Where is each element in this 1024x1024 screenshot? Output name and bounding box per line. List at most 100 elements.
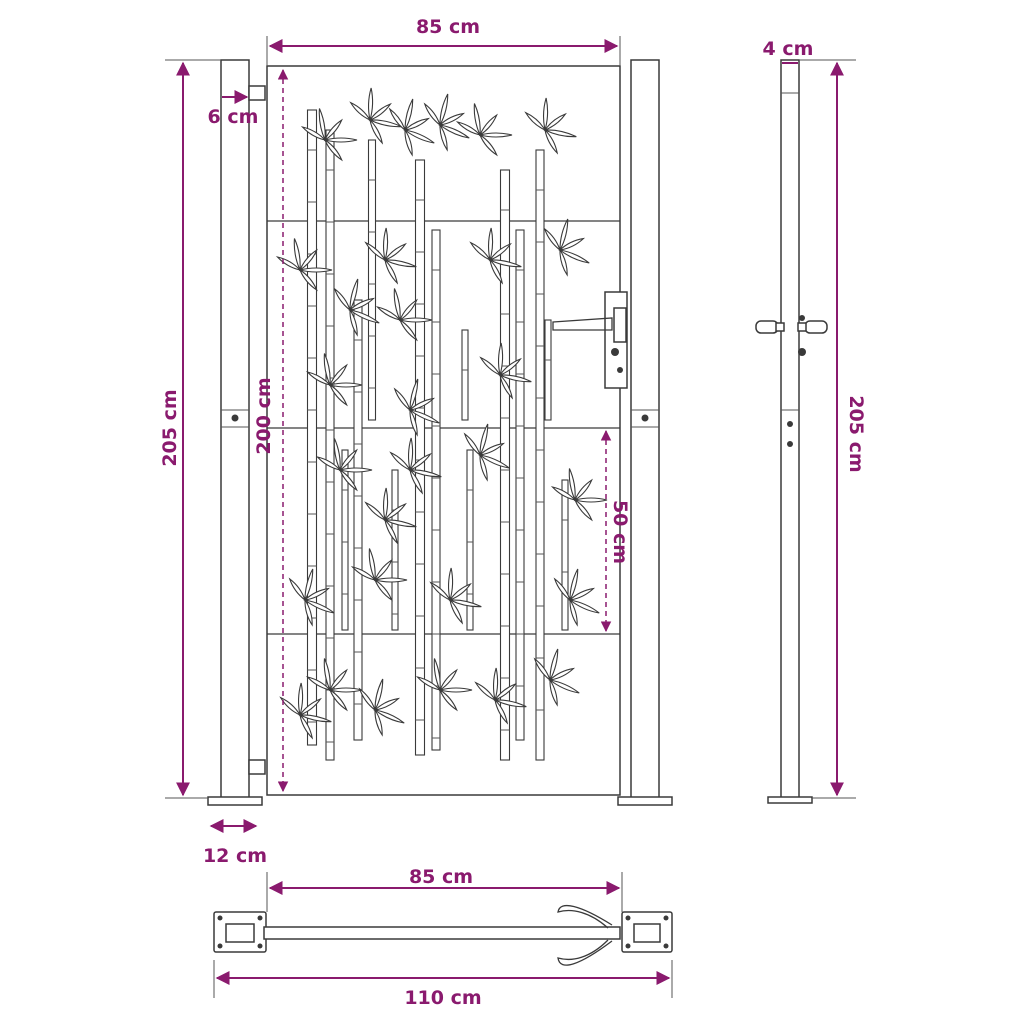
bamboo-leaf bbox=[448, 582, 472, 602]
bamboo-leaf bbox=[574, 497, 608, 503]
side-view bbox=[755, 59, 828, 804]
bamboo-leaf bbox=[478, 113, 498, 137]
panel-height-label: 50 cm bbox=[609, 500, 631, 564]
bamboo-leaf bbox=[315, 456, 342, 471]
right-post bbox=[630, 59, 660, 799]
post-height-label: 205 cm bbox=[159, 389, 181, 466]
bamboo-leaf bbox=[375, 306, 402, 321]
bamboo-leaf bbox=[488, 242, 512, 262]
top-dimensions: 85 cm 110 cm bbox=[213, 866, 673, 1009]
bamboo-leaf bbox=[408, 452, 432, 472]
bamboo-stalk bbox=[544, 319, 552, 421]
bamboo-leaf bbox=[573, 478, 593, 502]
bamboo-leaf bbox=[409, 469, 442, 478]
bamboo-leaf bbox=[543, 227, 562, 252]
bamboo-leaf bbox=[455, 121, 482, 136]
bamboo-leaf bbox=[497, 342, 504, 376]
bamboo-leaf bbox=[439, 124, 470, 139]
bamboo-leaf bbox=[469, 241, 492, 262]
bamboo-leaf bbox=[398, 318, 418, 342]
bamboo-leaf bbox=[323, 118, 343, 142]
bamboo-leaf bbox=[369, 118, 384, 145]
bamboo-leaf bbox=[433, 658, 441, 691]
left-post bbox=[220, 59, 250, 799]
bamboo-leaf bbox=[384, 518, 399, 545]
bamboo-leaf bbox=[568, 587, 596, 601]
bamboo-leaf bbox=[415, 676, 442, 691]
bamboo-leaf bbox=[447, 567, 454, 601]
bamboo-leaf bbox=[439, 687, 473, 693]
bamboo-leaf bbox=[305, 371, 332, 386]
bamboo-leaf bbox=[349, 308, 358, 337]
bamboo-leaf bbox=[328, 688, 348, 712]
bamboo-leaf bbox=[478, 133, 498, 157]
bamboo-leaf bbox=[374, 709, 405, 724]
post-gap-label: 6 cm bbox=[208, 106, 259, 128]
bamboo-leaf bbox=[409, 409, 440, 424]
bamboo-leaf bbox=[323, 138, 343, 162]
side-height-label: 205 cm bbox=[845, 395, 867, 472]
bamboo-leaf bbox=[339, 467, 373, 473]
bamboo-leaf bbox=[293, 238, 301, 271]
bamboo-leaf bbox=[438, 668, 458, 692]
bamboo-leaf bbox=[374, 708, 383, 737]
bamboo-stalk bbox=[353, 299, 363, 741]
bamboo-leaf bbox=[383, 242, 407, 262]
bamboo-leaf bbox=[303, 587, 331, 601]
bamboo-leaf bbox=[298, 268, 318, 292]
bamboo-leaf bbox=[553, 577, 572, 602]
bamboo-leaf bbox=[300, 126, 327, 141]
bamboo-leaf bbox=[478, 442, 506, 456]
bamboo-leaf bbox=[463, 432, 482, 457]
bamboo-leaf bbox=[328, 383, 348, 407]
bamboo-leaf bbox=[318, 108, 326, 141]
bamboo-leaf bbox=[373, 697, 401, 711]
bamboo-leaf bbox=[549, 678, 558, 707]
bamboo-leaf bbox=[404, 128, 413, 157]
bamboo-stalk bbox=[367, 139, 377, 421]
bamboo-leaf bbox=[407, 437, 414, 471]
bamboo-stalk bbox=[466, 449, 474, 631]
bamboo-leaf bbox=[473, 103, 481, 136]
bamboo-leaf bbox=[494, 699, 527, 708]
left-post-base bbox=[207, 796, 263, 806]
bamboo-leaf bbox=[350, 566, 377, 581]
bamboo-leaf bbox=[569, 599, 600, 614]
bamboo-leaf bbox=[559, 249, 590, 264]
bamboo-leaf bbox=[304, 598, 313, 627]
bamboo-leaf bbox=[297, 682, 304, 716]
bamboo-leaf bbox=[409, 378, 419, 411]
top-gate-width-label: 85 cm bbox=[409, 866, 473, 888]
bamboo-stalk bbox=[515, 229, 525, 741]
bamboo-leaf bbox=[543, 112, 567, 132]
bamboo-leaf bbox=[299, 714, 332, 723]
bamboo-leaf bbox=[364, 501, 387, 522]
bamboo-leaf bbox=[393, 387, 412, 412]
bamboo-leaf bbox=[542, 97, 549, 131]
bamboo-leaf bbox=[479, 132, 513, 138]
bamboo-leaf bbox=[479, 356, 502, 377]
base-width-label: 12 cm bbox=[203, 845, 267, 867]
bamboo-leaf bbox=[304, 568, 314, 601]
bamboo-leaf bbox=[492, 667, 499, 701]
bamboo-leaf bbox=[384, 258, 399, 285]
bamboo-leaf bbox=[288, 577, 307, 602]
bamboo-leaf bbox=[404, 129, 435, 144]
top-view bbox=[213, 904, 673, 966]
bamboo-leaf bbox=[358, 687, 377, 712]
bamboo-leaf bbox=[324, 137, 358, 143]
gate-height-label: 200 cm bbox=[253, 377, 275, 454]
gate-width-label: 85 cm bbox=[416, 16, 480, 38]
bamboo-leaf bbox=[559, 218, 569, 251]
bamboo-leaf bbox=[398, 298, 418, 322]
bamboo-stalk bbox=[461, 329, 469, 421]
bamboo-leaf bbox=[479, 454, 510, 469]
bamboo-leaf bbox=[403, 117, 431, 131]
bamboo-leaf bbox=[368, 102, 392, 122]
bamboo-leaf bbox=[349, 309, 380, 324]
bamboo-leaf bbox=[489, 258, 504, 285]
gate-latch bbox=[552, 291, 628, 389]
side-post bbox=[780, 59, 800, 801]
bamboo-leaf bbox=[349, 278, 359, 311]
